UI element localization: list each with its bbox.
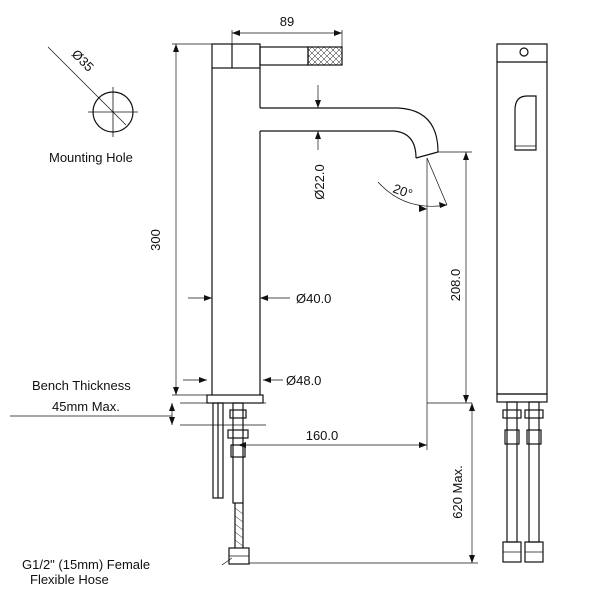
dim-bench-thickness: Bench Thickness 45mm Max. [10, 378, 175, 425]
spout-angle-text: 20° [391, 181, 415, 202]
side-cap-indicator [519, 47, 529, 57]
spout-reach-text: 160.0 [306, 428, 339, 443]
handle-cap [211, 43, 261, 69]
tap-front-view [180, 43, 439, 565]
spout-top [260, 107, 439, 153]
mounting-hole-detail: Ø35 Mounting Hole [47, 46, 138, 165]
nut-top [229, 409, 247, 419]
tap-side-view [496, 43, 548, 563]
base-diameter-text: Ø48.0 [286, 373, 321, 388]
dim-hose-length: 620 Max. [249, 403, 478, 564]
side-spout [514, 95, 537, 151]
dim-body-diameter: Ø40.0 [188, 291, 331, 306]
spout-height-text: 208.0 [448, 269, 463, 302]
mounting-hole-diameter-text: Ø35 [69, 46, 97, 74]
hose-label-2: Flexible Hose [30, 572, 109, 587]
bench-thickness-label-2: 45mm Max. [52, 399, 120, 414]
spout-outlet [415, 151, 439, 159]
hose-length-text: 620 Max. [450, 465, 465, 518]
dim-spout-reach: 160.0 [238, 210, 428, 450]
side-hoses [502, 401, 544, 563]
hose-label-1: G1/2" (15mm) Female [22, 557, 150, 572]
dim-handle-length: 89 [231, 14, 343, 47]
base-plate [206, 394, 264, 404]
dim-overall-height: 300 [148, 43, 212, 396]
dim-spout-height: 208.0 [427, 151, 472, 404]
dim-base-diameter: Ø48.0 [183, 373, 321, 388]
flexible-hose-front [228, 503, 250, 565]
knurled-grip [307, 46, 343, 66]
dim-spout-angle: 20° [377, 157, 448, 212]
hose-callout: G1/2" (15mm) Female Flexible Hose [22, 557, 233, 587]
handle-length-text: 89 [280, 14, 294, 29]
overall-height-text: 300 [148, 229, 163, 251]
body-diameter-text: Ø40.0 [296, 291, 331, 306]
handle-lever [259, 46, 309, 66]
mounting-hole-label: Mounting Hole [49, 150, 133, 165]
bench-thickness-label-1: Bench Thickness [32, 378, 131, 393]
mounting-hole-leader [47, 46, 127, 126]
outlet-diameter-text: Ø22.0 [312, 164, 327, 199]
nut-bottom [227, 429, 249, 439]
side-base-plate [496, 393, 548, 403]
spout-bottom [260, 130, 417, 159]
dim-outlet-diameter: Ø22.0 [312, 85, 327, 200]
